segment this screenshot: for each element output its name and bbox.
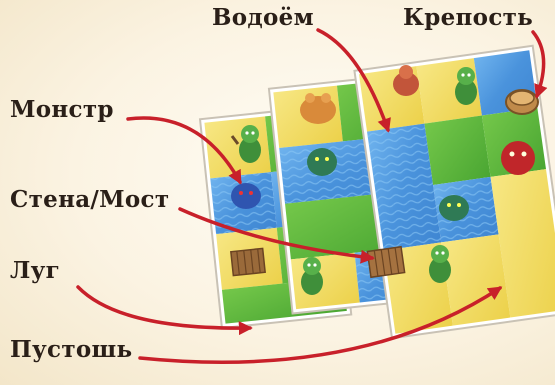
label-wasteland: Пустошь — [10, 336, 133, 363]
orange-monster-icon — [300, 93, 336, 124]
red-monster-icon — [501, 141, 535, 175]
label-meadow: Луг — [10, 257, 61, 284]
green-water-monster-icon — [439, 195, 469, 221]
round-fortress-icon — [505, 89, 539, 115]
arrow-wall-bridge — [178, 207, 375, 264]
arrow-wasteland — [138, 286, 503, 364]
label-fortress: Крепость — [403, 4, 534, 31]
label-wall-bridge: Стена/Мост — [10, 186, 170, 213]
blue-monster-icon — [231, 183, 261, 209]
label-monster: Монстр — [10, 96, 114, 123]
arrow-water — [316, 28, 391, 133]
green-goblin-icon — [455, 67, 477, 105]
wooden-wall-icon — [366, 245, 406, 279]
orange-monster-icon — [393, 65, 419, 96]
green-goblin-icon — [429, 245, 451, 283]
arrow-fortress — [531, 30, 548, 99]
arrow-monster — [126, 116, 242, 185]
green-goblin-icon — [301, 257, 323, 295]
label-water: Водоём — [212, 4, 314, 31]
green-goblin-icon — [230, 125, 261, 163]
green-water-monster-icon — [307, 148, 337, 176]
arrow-meadow — [76, 285, 253, 336]
tile-card-front — [353, 44, 555, 340]
wooden-wall-icon — [230, 247, 266, 277]
